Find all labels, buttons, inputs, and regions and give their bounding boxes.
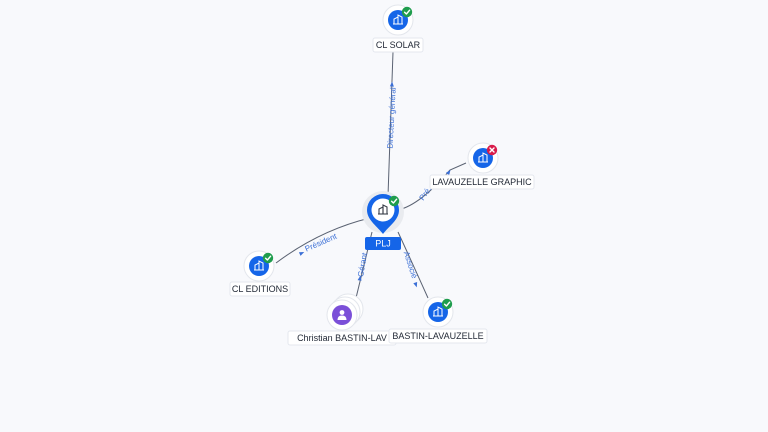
node-label-background (429, 174, 535, 190)
edge-line (387, 51, 394, 197)
closed-cross-badge (486, 144, 498, 156)
edge-bastin-lavauzelle: Associé (397, 231, 429, 299)
node-christian-bastin[interactable]: Christian BASTIN-LAV (287, 293, 397, 346)
edge-line (397, 231, 429, 299)
center-label-background (365, 237, 401, 250)
building-icon (254, 260, 264, 271)
building-icon (478, 152, 488, 163)
edge-label: Directeur général (386, 87, 398, 149)
center-node[interactable]: PLJ (362, 191, 404, 250)
active-check-badge (388, 195, 400, 207)
node-label-background (388, 328, 488, 344)
center-label: PLJ (375, 238, 391, 248)
edge-arrow (445, 169, 451, 176)
active-check-badge (401, 6, 413, 18)
node-label: CL EDITIONS (232, 284, 288, 294)
active-check-badge (262, 252, 274, 264)
person-icon (337, 310, 347, 320)
edge-arrow (357, 275, 362, 281)
edge-label: Associé (402, 250, 419, 280)
node-label: BASTIN-LAVAUZELLE (392, 331, 483, 341)
node-label: Christian BASTIN-LAV (297, 333, 387, 343)
node-cl-solar[interactable]: CL SOLAR (372, 4, 424, 53)
edge-label: Gérant (356, 251, 369, 277)
node-label: LAVAUZELLE GRAPHIC (432, 177, 532, 187)
building-icon (393, 14, 403, 25)
edge-cl-editions: Président (275, 217, 371, 264)
edge-line (275, 217, 371, 264)
edge-arrow (389, 81, 394, 87)
node-bastin-lavauzelle[interactable]: BASTIN-LAVAUZELLE (388, 296, 488, 344)
node-label-background (229, 281, 291, 297)
node-label-background (372, 37, 424, 53)
node-dot (332, 305, 352, 325)
edge-label: Président (304, 231, 339, 253)
nodes-layer: CL SOLAR LAVAUZELLE GRAPHIC CL EDITIONS Chr… (229, 4, 535, 346)
active-check-badge (441, 298, 453, 310)
edge-arrow (298, 251, 305, 256)
building-icon (378, 204, 388, 215)
node-label: CL SOLAR (376, 40, 421, 50)
edge-arrow (413, 282, 418, 288)
edge-christian-bastin: Gérant (355, 231, 373, 299)
node-lavauzelle-graphic[interactable]: LAVAUZELLE GRAPHIC (429, 142, 535, 190)
building-icon (433, 306, 443, 317)
edge-cl-solar: Directeur général (386, 51, 398, 197)
node-cl-editions[interactable]: CL EDITIONS (229, 250, 291, 297)
